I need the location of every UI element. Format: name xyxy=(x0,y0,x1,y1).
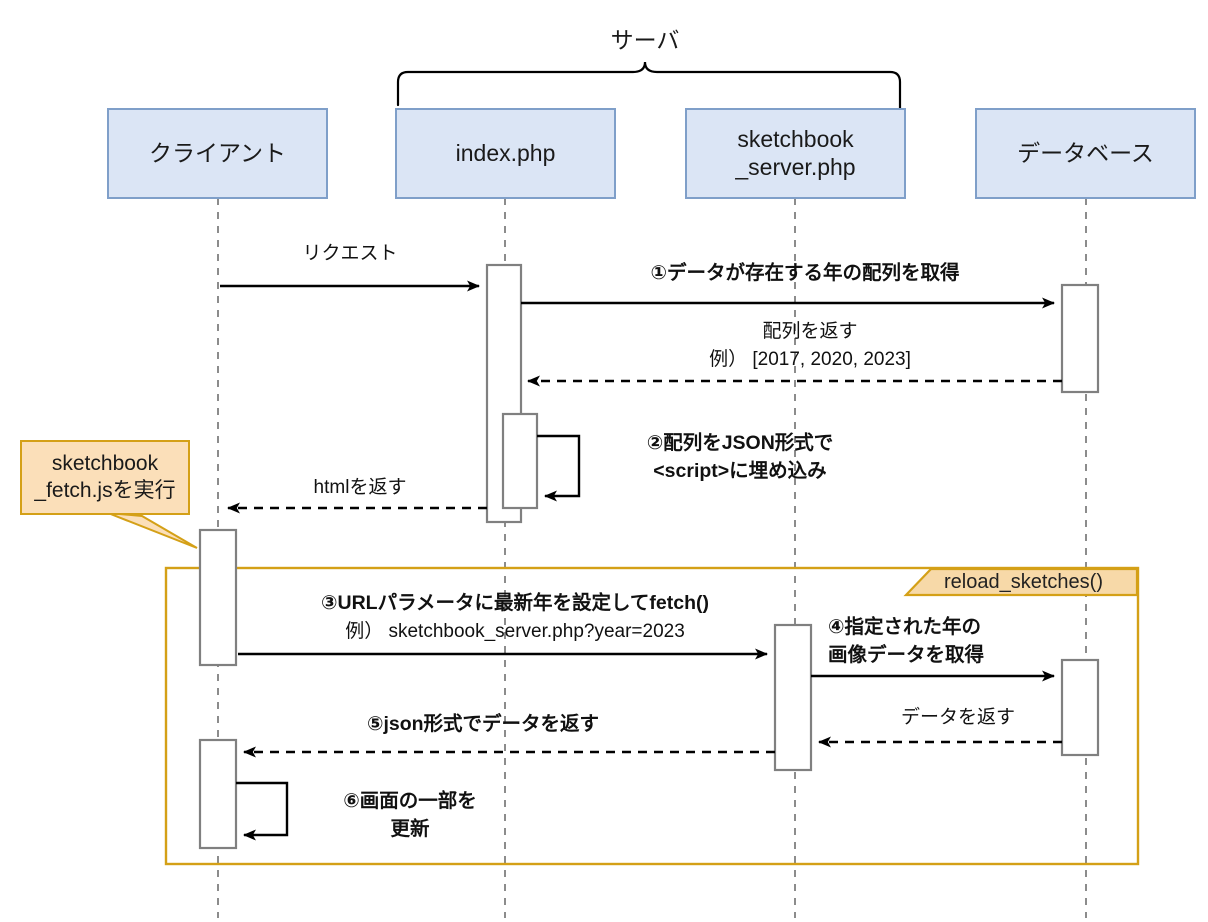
message-label-embed-json: ②配列をJSON形式で xyxy=(646,432,834,454)
activation-db-second xyxy=(1060,658,1100,757)
frame-label-reload-sketches: reload_sketches() xyxy=(944,571,1103,593)
actor-box-client xyxy=(107,108,328,199)
activation-bars xyxy=(198,263,1100,850)
activation-server-main xyxy=(773,623,813,772)
message-label-update-view: ⑥画面の一部を xyxy=(343,790,477,812)
messages-arrows xyxy=(220,280,1062,841)
message-label-fetch-request-example: 例） sketchbook_server.php?year=2023 xyxy=(345,621,685,642)
actor-label-index[interactable]: index.php xyxy=(455,139,556,166)
activation-index-nested xyxy=(501,412,539,510)
activation-db-first xyxy=(1060,283,1100,394)
message-label-update-view-2: 更新 xyxy=(390,818,430,840)
message-label-embed-json-target: <script>に埋め込み xyxy=(653,460,827,482)
message-label-return-years: 配列を返す xyxy=(762,321,858,342)
callout-sketchbook-fetch: sketchbook_fetch.jsを実行 xyxy=(20,440,190,515)
activation-client-fetch xyxy=(198,528,238,667)
message-label-fetch-request: ③URLパラメータに最新年を設定してfetch() xyxy=(321,592,709,614)
actor-label-server[interactable]: sketchbook_server.php xyxy=(735,126,856,180)
activation-client-update xyxy=(198,738,238,850)
actor-box-index xyxy=(395,108,616,199)
message-label-request: リクエスト xyxy=(302,243,398,264)
message-label-get-images: ④指定された年の xyxy=(828,616,982,638)
message-label-get-years: ①データが存在する年の配列を取得 xyxy=(650,262,960,284)
message-label-return-years-example: 例） [2017, 2020, 2023] xyxy=(709,349,911,370)
arrow-self-update-view xyxy=(236,781,289,841)
group-bracket-label: サーバ xyxy=(610,27,680,53)
message-label-return-json: ⑤json形式でデータを返す xyxy=(366,713,600,735)
message-label-return-html: htmlを返す xyxy=(313,477,407,498)
actor-label-db[interactable]: データベース xyxy=(1017,139,1154,166)
callout-tail xyxy=(107,512,198,549)
reload-sketches-frame xyxy=(164,566,1140,866)
actor-boxes xyxy=(107,108,1196,199)
actor-label-client[interactable]: クライアント xyxy=(148,139,287,166)
message-label-return-data: データを返す xyxy=(900,707,1015,728)
message-label-get-images-2: 画像データを取得 xyxy=(828,644,985,666)
actor-box-db xyxy=(975,108,1196,199)
arrow-self-embed-json xyxy=(537,434,581,502)
server-group-bracket xyxy=(396,61,902,110)
callout-sketchbook-fetch-label: sketchbook_fetch.jsを実行 xyxy=(34,452,176,502)
actor-box-server xyxy=(685,108,906,199)
